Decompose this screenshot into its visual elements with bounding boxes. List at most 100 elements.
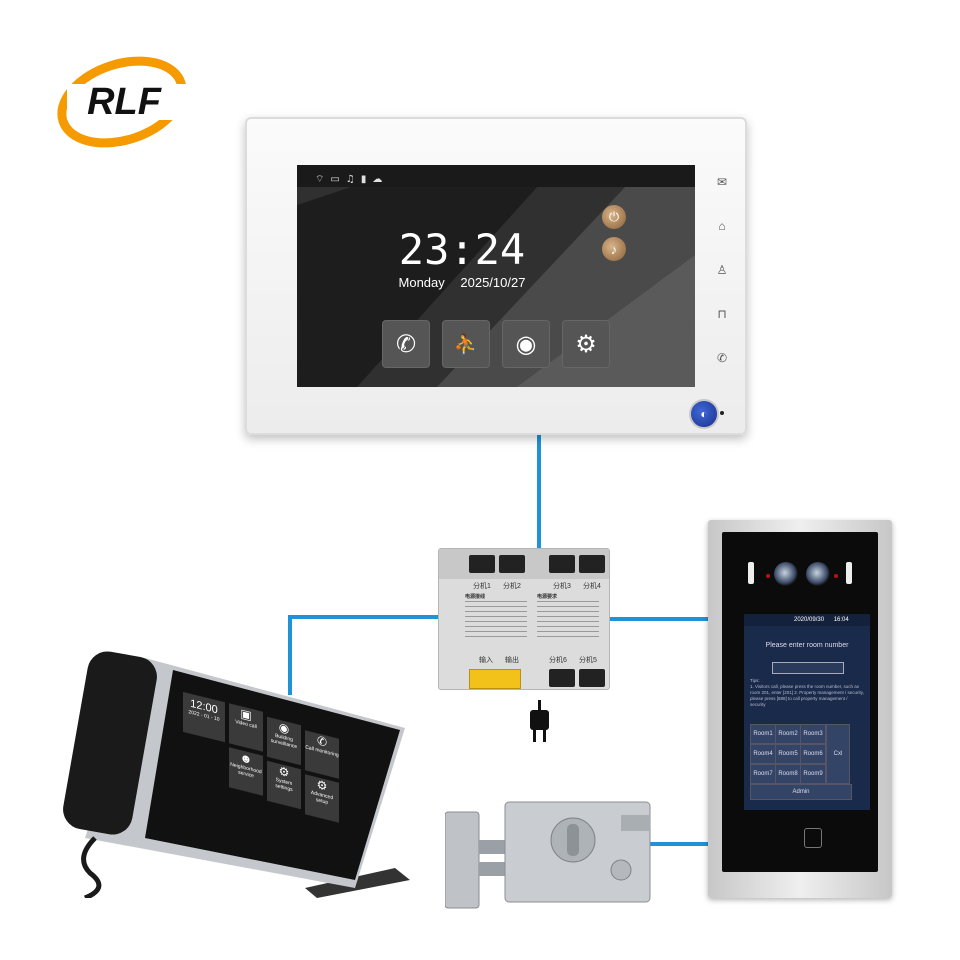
power-plug-icon (525, 700, 555, 750)
status-bar: ⌔▭♫▮☁ (315, 173, 388, 186)
tile-building-surveillance[interactable]: ◉Building surveillance (267, 717, 301, 765)
speaker-button[interactable]: ♪ (602, 237, 626, 261)
distributor-right-text (537, 601, 599, 641)
wifi-icon: ⌔ (315, 174, 330, 185)
running-man-icon: ⛹ (454, 332, 479, 357)
speaker-slot (846, 562, 852, 584)
speaker-slot (748, 562, 754, 584)
room-key[interactable]: Room4 (750, 744, 776, 764)
unlock-icon: ⊓ (717, 307, 726, 321)
clock-time: 23:24 (297, 225, 627, 274)
user-icon: ♙ (717, 263, 728, 277)
power-terminal (469, 669, 521, 689)
port-label: 输出 (505, 655, 519, 665)
tips-text: 1. Visitors call, please press the room … (750, 684, 864, 708)
wire-lock-to-outdoor (650, 842, 710, 846)
room-key[interactable]: Room6 (800, 744, 826, 764)
phone-icon: ✆ (717, 351, 727, 365)
tile-call-monitoring[interactable]: ✆Call monitoring (305, 730, 339, 778)
user-key[interactable]: ♙ (715, 263, 729, 277)
port-label: 分机3 (553, 581, 571, 591)
room-key[interactable]: Room1 (750, 724, 776, 744)
mail-icon: ✉ (717, 175, 727, 189)
room-key[interactable]: Room5 (775, 744, 801, 764)
ir-led (834, 574, 838, 578)
leave-mode-button[interactable]: ⛹ (443, 321, 489, 367)
tile-neighborhood-service[interactable]: ☻Neighborhood service (229, 747, 263, 795)
port-label: 分机4 (583, 581, 601, 591)
room-number-input[interactable] (772, 662, 844, 674)
clock-date-value: 2025/10/27 (460, 275, 525, 290)
port-label: 分机6 (549, 655, 567, 665)
distributor-box: 分机1 分机2 分机3 分机4 电源接线 电源要求 输入 输出 分机6 分机5 (438, 548, 610, 690)
ir-led (766, 574, 770, 578)
clock-day: Monday (399, 275, 445, 290)
outdoor-status-bar: 2020/09/30 16:04 (744, 614, 870, 626)
outdoor-prompt: Please enter room number (744, 642, 870, 649)
main-monitor: ⌔▭♫▮☁ 23:24 Monday 2025/10/27 ✆ ⛹ ◉ ⚙ ⏻ … (245, 117, 747, 435)
logo-text: RLF (87, 81, 163, 123)
outdoor-time: 16:04 (834, 617, 849, 623)
microphone-icon: ◐ (700, 407, 707, 421)
call-button[interactable]: ✆ (383, 321, 429, 367)
phone-icon: ✆ (396, 330, 416, 359)
outdoor-screen: 2020/09/30 16:04 Please enter room numbe… (744, 614, 870, 810)
port-label: 输入 (479, 655, 493, 665)
cloud-icon: ☁ (372, 174, 388, 185)
tile-video-call[interactable]: ▣Video call (229, 703, 263, 751)
power-icon: ⏻ (609, 209, 619, 225)
room-key[interactable]: Room9 (800, 764, 826, 784)
room-key[interactable]: Room3 (800, 724, 826, 744)
electric-lock (445, 800, 655, 910)
handset-key[interactable]: ✆ (715, 351, 729, 365)
port-5 (549, 669, 575, 687)
indoor-monitor: 12:00 2022 - 01 - 10 ▣Video call ◉Buildi… (55, 648, 410, 898)
distributor-right-title: 电源要求 (537, 593, 557, 600)
port-1 (469, 555, 495, 573)
monitor-camera-button[interactable]: ◉ (503, 321, 549, 367)
speaker-icon: ♪ (611, 242, 618, 257)
camera-icon: ◉ (516, 330, 537, 359)
main-monitor-screen: ⌔▭♫▮☁ 23:24 Monday 2025/10/27 ✆ ⛹ ◉ ⚙ (297, 165, 695, 387)
room-key[interactable]: Room8 (775, 764, 801, 784)
indicator-led (720, 411, 724, 415)
mic-button[interactable]: ◐ (689, 399, 719, 429)
home-key[interactable]: ⌂ (715, 219, 729, 233)
distributor-left-title: 电源接线 (465, 593, 485, 600)
outdoor-station: 2020/09/30 16:04 Please enter room numbe… (708, 520, 892, 898)
unlock-key[interactable]: ⊓ (715, 307, 729, 321)
settings-button[interactable]: ⚙ (563, 321, 609, 367)
cancel-key[interactable]: Cxl (826, 724, 850, 784)
monitor-icon: ▭ (330, 174, 345, 185)
tile-advanced-setup[interactable]: ⚙Advanced setup (305, 774, 339, 822)
wire-distributor-to-indoor-h (288, 615, 440, 619)
brand-logo: RLF (52, 52, 192, 152)
outdoor-panel: 2020/09/30 16:04 Please enter room numbe… (722, 532, 878, 872)
room-key[interactable]: Room7 (750, 764, 776, 784)
card-reader-icon[interactable] (804, 828, 822, 848)
mail-key[interactable]: ✉ (715, 175, 729, 189)
outdoor-date: 2020/09/30 (794, 617, 824, 623)
distributor-left-text (465, 601, 527, 641)
port-3 (549, 555, 575, 573)
volume-icon: ♫ (346, 174, 361, 185)
tile-system-settings[interactable]: ⚙System settings (267, 761, 301, 809)
home-icon: ⌂ (718, 219, 725, 233)
port-6 (579, 669, 605, 687)
camera-lens-icon (806, 562, 830, 586)
wire-monitor-to-distributor (537, 435, 541, 550)
port-label: 分机5 (579, 655, 597, 665)
clock-date: Monday 2025/10/27 (297, 275, 627, 290)
room-key[interactable]: Room2 (775, 724, 801, 744)
power-button[interactable]: ⏻ (602, 205, 626, 229)
port-label: 分机1 (473, 581, 491, 591)
camera-lens-icon (774, 562, 798, 586)
port-label: 分机2 (503, 581, 521, 591)
port-4 (579, 555, 605, 573)
admin-key[interactable]: Admin (750, 784, 852, 800)
wire-distributor-to-outdoor (606, 617, 710, 621)
outdoor-tips: Tips: 1. Visitors call, please press the… (750, 678, 864, 708)
sd-card-icon: ▮ (361, 174, 373, 185)
gear-icon: ⚙ (575, 330, 597, 359)
port-2 (499, 555, 525, 573)
